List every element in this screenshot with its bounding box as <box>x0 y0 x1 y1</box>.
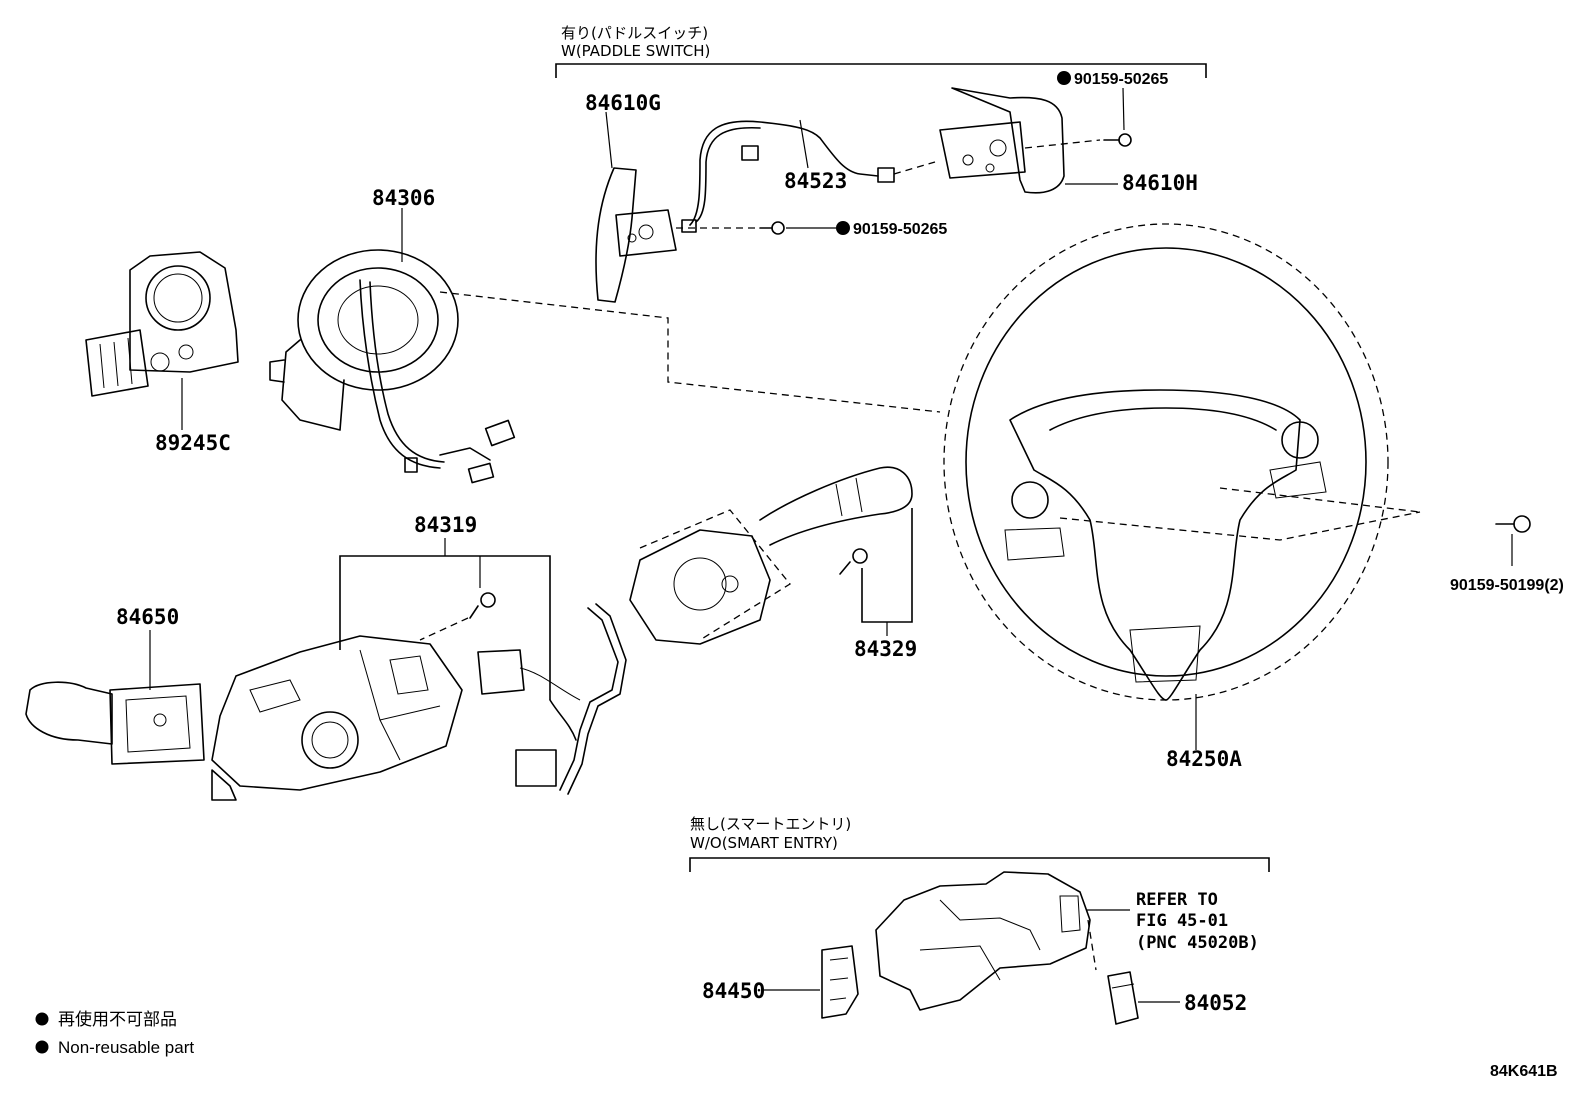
spiral-cable-84306: 84306 <box>269 186 516 484</box>
label-84052: 84052 <box>1184 991 1247 1015</box>
label-84610H: 84610H <box>1122 171 1198 195</box>
label-84250A: 84250A <box>1166 747 1242 771</box>
smart-entry-bracket <box>689 857 1270 872</box>
label-90159-50265-lower: 90159-50265 <box>853 221 947 238</box>
paddle-group-title-jp: 有り(パドルスイッチ) <box>561 24 708 42</box>
screw-90159-50265-lower: 90159-50265 <box>676 221 947 238</box>
legend-text-jp: 再使用不可部品 <box>58 1009 177 1029</box>
paddle-group-title-en: W(PADDLE SWITCH) <box>561 42 710 60</box>
label-90159-50199: 90159-50199(2) <box>1450 577 1564 594</box>
label-84319: 84319 <box>414 513 477 537</box>
screw-90159-50199: 90159-50199(2) <box>1450 515 1564 594</box>
ignition-switch-84450: 84450 <box>702 945 859 1019</box>
steering-wheel-84250A: 84250A <box>943 223 1421 771</box>
label-84329: 84329 <box>854 637 917 661</box>
legend: 再使用不可部品 Non-reusable part <box>35 1009 194 1057</box>
label-84450: 84450 <box>702 979 765 1003</box>
label-90159-50265-upper: 90159-50265 <box>1074 71 1168 88</box>
figure-code: 84K641B <box>1490 1063 1558 1080</box>
refer-line-1: REFER TO <box>1136 890 1218 910</box>
paddle-group-bracket <box>555 63 1207 78</box>
paddle-switch-left-84610G: 84610G <box>585 91 677 303</box>
legend-filled-circle-icon-2 <box>35 1040 49 1054</box>
non-reusable-marker-icon-2 <box>836 221 850 235</box>
smart-entry-group: 無し(スマートエントリ) W/O(SMART ENTRY) <box>689 815 1270 872</box>
wiper-switch-84650: 84650 <box>25 605 205 765</box>
combination-switch-body-84319: 84319 <box>211 513 551 801</box>
label-89245C: 89245C <box>155 431 231 455</box>
legend-text-en: Non-reusable part <box>58 1038 194 1057</box>
key-cylinder-84052: 84052 <box>1107 971 1247 1025</box>
legend-filled-circle-icon <box>35 1012 49 1026</box>
label-84650: 84650 <box>116 605 179 629</box>
screw-90159-50265-upper: 90159-50265 <box>1057 71 1168 147</box>
alignment-line-spiral-to-wheel <box>439 291 941 413</box>
refer-line-2: FIG 45-01 <box>1136 911 1228 931</box>
refer-note: REFER TO FIG 45-01 (PNC 45020B) <box>1086 890 1259 953</box>
paddle-switch-right-84610H: 84610H <box>939 87 1198 195</box>
non-reusable-marker-icon <box>1057 71 1071 85</box>
turn-signal-switch-84329: 84329 <box>477 466 917 795</box>
label-84523: 84523 <box>784 169 847 193</box>
paddle-switch-group: 有り(パドルスイッチ) W(PADDLE SWITCH) <box>555 24 1207 78</box>
label-84306: 84306 <box>372 186 435 210</box>
label-84610G: 84610G <box>585 91 661 115</box>
ignition-assembly <box>875 871 1097 1011</box>
wire-harness-84523: 84523 <box>681 119 936 233</box>
smart-entry-title-en: W/O(SMART ENTRY) <box>690 834 838 852</box>
steering-sensor-89245C: 89245C <box>85 251 239 455</box>
refer-line-3: (PNC 45020B) <box>1136 933 1259 953</box>
smart-entry-title-jp: 無し(スマートエントリ) <box>690 815 851 833</box>
